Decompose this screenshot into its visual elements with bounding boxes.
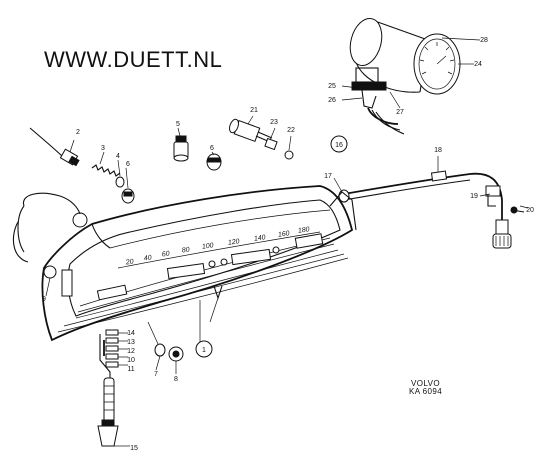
callout-25: 25 bbox=[328, 83, 336, 90]
callout-22: 22 bbox=[287, 127, 295, 134]
callout-12: 12 bbox=[127, 348, 135, 355]
callout-circle-16 bbox=[330, 135, 348, 153]
speed-label-80: 80 bbox=[181, 246, 190, 254]
callout-20: 20 bbox=[526, 207, 534, 214]
speed-label-20: 20 bbox=[124, 258, 134, 266]
speed-label-60: 60 bbox=[161, 250, 170, 258]
callout-4: 4 bbox=[116, 153, 120, 160]
ref-code-line2: KA 6094 bbox=[409, 387, 443, 396]
tachometer-assembly bbox=[341, 17, 481, 135]
instrument-panel-housing bbox=[12, 185, 357, 342]
callout-17: 17 bbox=[324, 173, 332, 180]
callout-18: 18 bbox=[434, 147, 442, 154]
callout-11: 11 bbox=[127, 366, 134, 373]
callout-27: 27 bbox=[396, 109, 404, 116]
callout-24: 24 bbox=[474, 61, 482, 68]
speed-label-100: 100 bbox=[202, 242, 215, 251]
callout-21: 21 bbox=[250, 107, 258, 114]
callout-26: 26 bbox=[328, 97, 336, 104]
callout-14: 14 bbox=[127, 330, 135, 337]
speedometer-cable bbox=[333, 156, 529, 249]
callout-23: 23 bbox=[270, 119, 278, 126]
callout-7: 7 bbox=[154, 371, 158, 378]
ref-code-line1: VOLVO bbox=[411, 379, 441, 388]
callout-9: 9 bbox=[42, 296, 46, 303]
callout-28: 28 bbox=[480, 37, 488, 44]
bulb-holder-assembly bbox=[29, 115, 294, 204]
speed-label-40: 40 bbox=[143, 254, 152, 262]
speed-label-160: 160 bbox=[278, 230, 291, 239]
site-url: WWW.DUETT.NL bbox=[44, 47, 223, 72]
tachometer-body bbox=[349, 17, 383, 67]
callout-16: 16 bbox=[335, 142, 343, 149]
callout-10: 10 bbox=[127, 357, 135, 364]
callout-circle-1 bbox=[195, 340, 213, 358]
speed-label-120: 120 bbox=[228, 238, 241, 247]
callout-labels: 1234566789101112131415161718192021222324… bbox=[42, 37, 534, 452]
callout-1: 1 bbox=[202, 347, 206, 354]
callout-19: 19 bbox=[470, 193, 478, 200]
callout-6a: 6 bbox=[126, 161, 130, 168]
callout-5: 5 bbox=[176, 121, 180, 128]
callout-8: 8 bbox=[174, 376, 178, 383]
callout-15: 15 bbox=[130, 445, 138, 452]
callout-13: 13 bbox=[127, 339, 135, 346]
speed-label-140: 140 bbox=[254, 234, 267, 243]
speed-scale: 20 40 60 80 100 120 140 160 180 bbox=[124, 226, 310, 266]
drawing-reference-code: VOLVO KA 6094 bbox=[409, 380, 442, 396]
callout-2: 2 bbox=[76, 129, 80, 136]
callout-6b: 6 bbox=[210, 145, 214, 152]
mounting-hardware bbox=[97, 300, 201, 447]
tachometer-dial-ticks bbox=[419, 42, 455, 75]
callout-3: 3 bbox=[101, 145, 105, 152]
speed-label-180: 180 bbox=[298, 226, 311, 235]
